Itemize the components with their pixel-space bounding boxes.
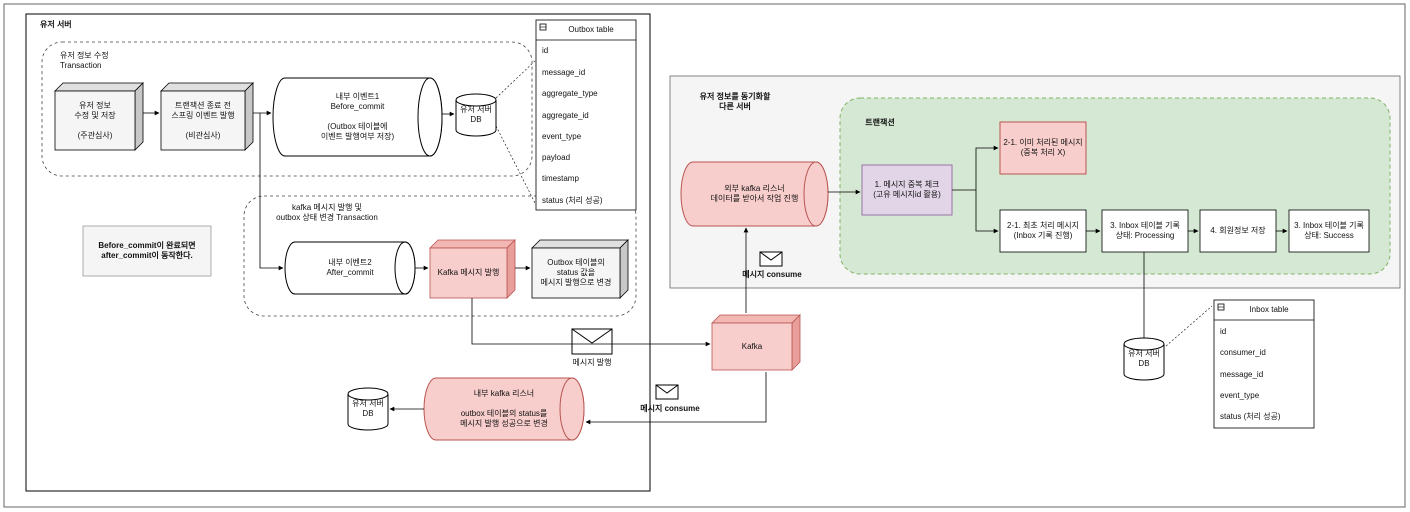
publish-box-shape [160,82,254,151]
kafka-shape [711,314,801,371]
outbox-field-payload: payload [542,153,571,162]
outbox-update-shape [531,239,629,299]
message-publish-label: 메시지 발행 [572,358,612,367]
other-server-title: 유저 정보를 동기화할 다른 서버 [699,92,771,111]
event1-cylinder [272,77,443,157]
note-box [82,225,212,277]
outbox-field-aggregate-id: aggregate_id [542,111,589,120]
event1-label: 내부 이벤트1 Before_commit (Outbox 테이블에 이벤트 발… [320,92,395,141]
event-publish-box-label: 트랜잭션 종료 전 스프링 이벤트 발행 (비관심사) [171,100,235,140]
outbox-field-timestamp: timestamp [542,174,579,183]
inbox-field-message-id: message_id [1220,370,1264,379]
update-box-shape [54,82,144,151]
external-listener-label: 외부 kafka 리스너 데이터를 받아서 작업 진행 [710,184,799,203]
outbox-field-event-type: event_type [542,132,582,141]
already-processed-box [999,121,1087,175]
db2-label: 유저 서버 DB [352,399,384,418]
tx2-group [243,195,637,317]
already-processed-label: 2-1. 이미 처리된 메시지 (중복 처리 X) [1003,138,1083,157]
dup-check-box [861,164,953,216]
save-member-box [1199,209,1277,253]
inbox-field-status: status (처리 성공) [1220,412,1281,421]
outbox-field-id: id [542,46,549,55]
inbox-processing-label: 3. Inbox 테이블 기록 상태: Processing [1110,221,1180,240]
event2-label: 내부 이벤트2 After_commit [326,258,374,277]
kafka-label: Kafka [741,341,763,351]
inbox-success-box [1288,209,1370,253]
db3-label: 유저 서버 DB [1128,349,1160,368]
envelope-consume-external [759,251,783,267]
outbox-table-frame [535,19,637,211]
inbox-success-label: 3. Inbox 테이블 기록 상태: Success [1294,221,1364,240]
db2-cylinder [347,387,389,431]
message-consume-external-label: 메시지 consume [742,270,802,279]
outbox-table-title: Outbox table [568,25,614,34]
first-process-label: 2-1. 최초 처리 메시지 (Inbox 기록 진행) [1007,221,1079,240]
dup-check-label: 1. 메시지 중복 체크 (고유 메시지id 활용) [873,180,941,199]
internal-listener-label: 내부 kafka 리스너 outbox 테이블의 status를 메시지 발행 … [460,389,548,428]
external-listener-cylinder [680,161,829,227]
inbox-field-id: id [1220,327,1227,336]
outbox-field-message-id: message_id [542,68,586,77]
envelope-publish [571,328,613,355]
inbox-field-event-type: event_type [1220,391,1260,400]
inbox-table-frame [1213,299,1315,429]
event2-cylinder [284,241,416,295]
tx1-label: 유저 정보 수정 Transaction [60,51,109,70]
connectors [143,110,1288,425]
first-process-box [999,209,1087,253]
save-member-label: 4. 회원정보 저장 [1210,226,1266,235]
inbox-table-title: Inbox table [1249,305,1289,314]
update-box-label: 유저 정보 수정 및 저장 (주관심사) [74,100,116,140]
inbox-field-consumer-id: consumer_id [1220,348,1266,357]
tx2-label: kafka 메시지 발행 및 outbox 상태 변경 Transaction [276,203,378,222]
kafka-publish-label: Kafka 메시지 발행 [437,268,500,277]
outer-frame [3,3,1406,508]
tx1-group [41,41,533,177]
db1-label: 유저 서버 DB [460,105,492,124]
inbox-processing-box [1101,209,1189,253]
other-tx-label: 트랜잭션 [865,118,895,127]
note-label: Before_commit이 완료되면 after_commit이 동작한다. [98,241,196,260]
kafka-publish-shape [429,239,516,299]
outbox-field-aggregate-type: aggregate_type [542,89,598,98]
db1-cylinder [455,93,497,137]
outbox-update-label: Outbox 테이블의 status 값을 메시지 발행으로 변경 [540,258,612,287]
user-server-title: 유저 서버 [40,20,72,29]
message-consume-internal-label: 메시지 consume [640,404,700,413]
envelope-consume-internal [655,384,679,400]
internal-listener-cylinder [423,377,585,441]
outbox-field-status: status (처리 성공) [542,196,603,205]
